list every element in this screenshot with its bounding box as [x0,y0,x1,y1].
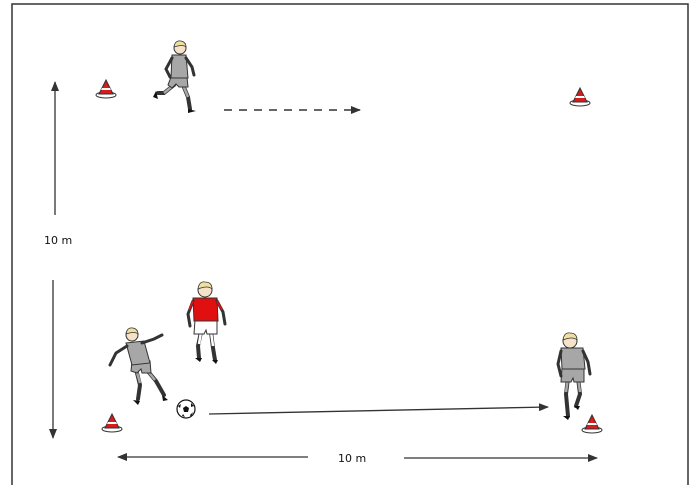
player-icon [558,333,590,420]
vertical-distance-label: 10 m [42,234,74,248]
horizontal-distance-label: 10 m [336,452,368,466]
cone-icon [570,88,590,106]
player-icon [153,41,196,113]
football-icon [177,400,195,418]
cone-icon [102,414,122,432]
player-icon [188,282,225,364]
cone-icon [582,415,602,433]
pass-arrow [209,407,548,414]
field-border [12,4,688,485]
cone-icon [96,80,116,98]
player-icon [110,328,168,405]
